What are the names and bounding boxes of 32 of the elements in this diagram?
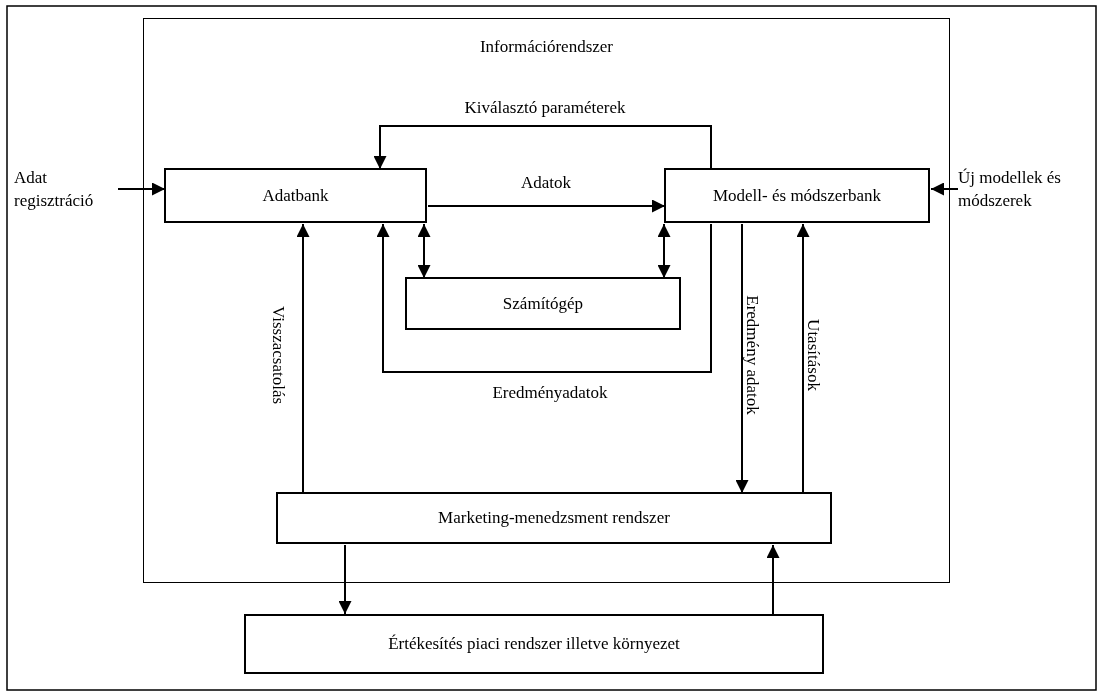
arrow — [735, 223, 749, 494]
arrow — [796, 223, 810, 494]
arrow — [117, 182, 166, 196]
box-label: Értékesítés piaci rendszer illetve környezet — [388, 634, 680, 654]
process-box — [276, 492, 832, 544]
system-title: Információrendszer — [479, 37, 614, 57]
edge-label: Adatok — [521, 173, 571, 193]
arrow — [766, 544, 780, 615]
arrow — [930, 182, 959, 196]
arrow — [296, 223, 310, 494]
process-box — [244, 614, 824, 674]
input-text: Adat regisztráció — [14, 166, 118, 212]
box-label: Adatbank — [262, 185, 329, 206]
arrow — [657, 223, 671, 279]
edge-label: Eredmény adatok — [742, 295, 762, 415]
box-label: Modell- és módszerbank — [712, 185, 882, 206]
arrow — [376, 223, 712, 373]
edge-label: Kiválasztó paraméterek — [464, 98, 626, 118]
process-box — [405, 277, 681, 330]
edge-label: Utasítások — [803, 319, 823, 391]
system-frame — [143, 18, 950, 583]
edge-label: Visszacsatolás — [268, 305, 288, 405]
arrow — [338, 544, 352, 615]
input-text: Új modellek és módszerek — [958, 166, 1094, 212]
edge-label: Eredményadatok — [492, 383, 608, 403]
process-box — [664, 168, 930, 223]
arrow — [427, 199, 666, 213]
arrow — [417, 223, 431, 279]
process-box — [164, 168, 427, 223]
box-label: Marketing-menedzsment rendszer — [438, 508, 670, 528]
arrow — [373, 125, 712, 170]
box-label: Számítógép — [502, 293, 584, 314]
